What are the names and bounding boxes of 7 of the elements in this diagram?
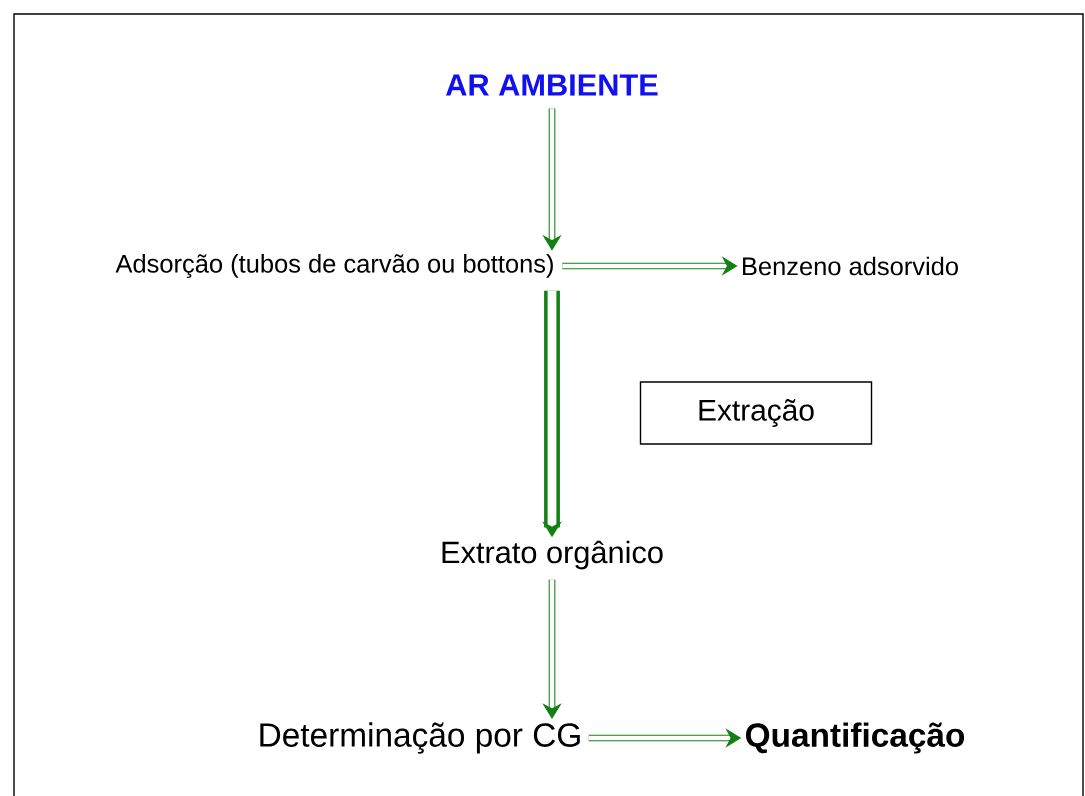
heading-text: AR AMBIENTE — [446, 74, 658, 96]
result-text: Quantificação — [746, 722, 965, 754]
process-box: Extração — [639, 381, 873, 445]
step-text: Extrato orgânico — [442, 540, 663, 570]
step-text: Determinação por CG — [260, 722, 580, 754]
step-text: Benzeno adsorvido — [743, 256, 958, 276]
step-text: Adsorção (tubos de carvão ou bottons) — [115, 254, 553, 278]
